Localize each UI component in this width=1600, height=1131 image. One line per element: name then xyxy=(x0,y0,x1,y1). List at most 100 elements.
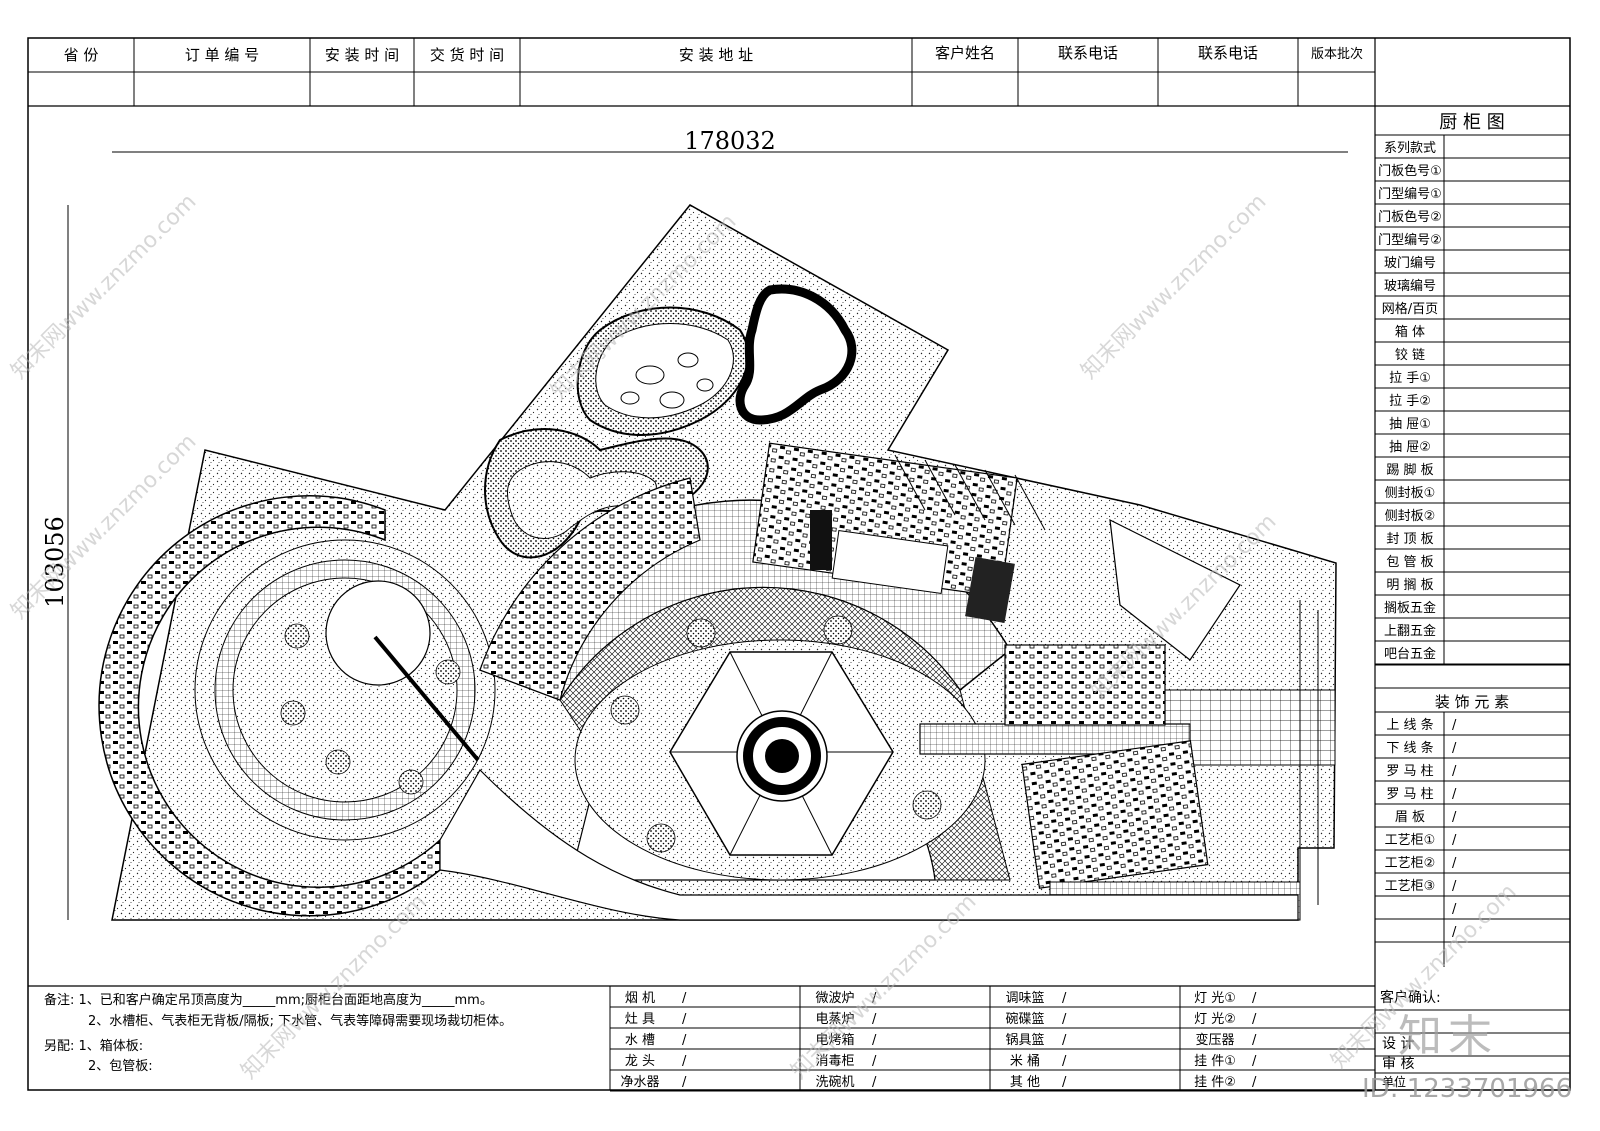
decor-item-value: / xyxy=(1452,925,1457,940)
appliance-value: / xyxy=(1252,1033,1257,1048)
side-panel-item-label: 抽 屉② xyxy=(1389,440,1431,455)
side-panel-item-label: 门板色号② xyxy=(1378,209,1442,225)
side-panel-item-label: 门型编号① xyxy=(1378,187,1442,202)
note-line-2: 2、水槽柜、气表柜无背板/隔板; 下水管、气表等障碍需要现场裁切柜体。 xyxy=(88,1013,512,1029)
appliance-value: / xyxy=(1252,991,1257,1006)
appliance-label: 变压器 xyxy=(1195,1032,1234,1048)
side-panel-item-label: 玻璃编号 xyxy=(1384,279,1436,294)
central-ring-rooms xyxy=(479,477,701,701)
header-col-phone-1: 联系电话 xyxy=(1058,44,1118,62)
watermark-id: ID: 1233701966 xyxy=(1362,1074,1573,1104)
side-panel-title: 厨 柜 图 xyxy=(1439,112,1504,133)
appliance-label: 米 桶 xyxy=(1010,1054,1040,1069)
side-panel-item-label: 门型编号② xyxy=(1378,233,1442,248)
decor-item-label: 工艺柜② xyxy=(1385,856,1436,871)
decor-item-label: 工艺柜③ xyxy=(1385,879,1436,894)
watermark-text-1: 知末网www.znzmo.com xyxy=(7,189,202,384)
side-panel-item-label: 拉 手① xyxy=(1389,371,1431,386)
appliance-label: 挂 件② xyxy=(1194,1075,1236,1090)
appliance-value: / xyxy=(1062,1012,1067,1027)
width-dimension-label: 178032 xyxy=(684,127,776,155)
west-diagonal-path xyxy=(373,635,480,762)
side-panel-item-label: 系列款式 xyxy=(1384,141,1436,156)
decor-item-value: / xyxy=(1452,856,1457,871)
note-line-1: 备注: 1、已和客户确定吊顶高度为_____mm;厨柜台面距地高度为_____m… xyxy=(44,992,493,1008)
side-panel-item-label: 抽 屉① xyxy=(1389,417,1431,432)
watermark-text-3: 知末网www.znzmo.com xyxy=(1077,189,1272,384)
appliance-value: / xyxy=(872,1012,877,1027)
central-fountain-core xyxy=(765,739,799,773)
decor-item-value: / xyxy=(1452,741,1457,756)
east-block-dark-2 xyxy=(965,556,1015,624)
side-panel-item-label: 网格/百页 xyxy=(1382,301,1438,317)
appliance-label: 其 他 xyxy=(1010,1075,1040,1090)
west-trees xyxy=(280,623,461,795)
decor-item-label: 眉 板 xyxy=(1395,810,1425,825)
appliance-value: / xyxy=(1062,991,1067,1006)
decor-item-value: / xyxy=(1452,833,1457,848)
decor-item-label: 罗 马 柱 xyxy=(1386,787,1433,802)
appliance-label: 电烤箱 xyxy=(815,1032,854,1048)
header-col-delivery-time: 交 货 时 间 xyxy=(430,46,504,64)
decor-item-value: / xyxy=(1452,764,1457,779)
appliance-value: / xyxy=(682,1012,687,1027)
appliance-table: 烟 机/微波炉/调味篮/灯 光①/灶 具/电蒸炉/碗碟篮/灯 光②/水 槽/电烤… xyxy=(609,986,1375,1092)
appliance-label: 挂 件① xyxy=(1194,1054,1236,1069)
side-panel-item-label: 封 顶 板 xyxy=(1386,532,1433,547)
appliance-label: 龙 头 xyxy=(625,1054,655,1069)
appliance-value: / xyxy=(1252,1054,1257,1069)
side-panel-item-label: 搁板五金 xyxy=(1384,600,1436,616)
appliance-label: 微波炉 xyxy=(815,991,854,1006)
height-dimension-label: 103056 xyxy=(41,516,69,608)
header-col-order-no: 订 单 编 号 xyxy=(185,46,259,64)
appliance-label: 灯 光② xyxy=(1194,1012,1236,1027)
auditorium xyxy=(1021,740,1209,889)
watermark-logo: 知末 xyxy=(1398,1011,1498,1062)
east-block-dark xyxy=(810,510,832,570)
appliance-value: / xyxy=(872,1054,877,1069)
appliance-value: / xyxy=(1252,1075,1257,1090)
width-dimension: 178032 xyxy=(112,127,1348,155)
central-trees xyxy=(610,615,942,853)
appliance-value: / xyxy=(872,1033,877,1048)
side-panel-item-label: 上翻五金 xyxy=(1384,623,1436,639)
header-col-install-time: 安 装 时 间 xyxy=(325,46,399,64)
appliance-value: / xyxy=(682,1033,687,1048)
side-panel-item-label: 侧封板② xyxy=(1385,509,1436,524)
west-ring-building xyxy=(98,495,441,917)
appliance-value: / xyxy=(682,991,687,1006)
east-block-north-hall xyxy=(831,530,949,594)
side-panel-item-label: 箱 体 xyxy=(1395,324,1425,340)
appliance-label: 锅具篮 xyxy=(1005,1032,1044,1048)
note-line-4: 2、包管板: xyxy=(88,1059,153,1074)
side-panel: 厨 柜 图 系列款式门板色号①门型编号①门板色号②门型编号②玻门编号玻璃编号网格… xyxy=(1375,112,1570,1089)
appliance-label: 调味篮 xyxy=(1005,991,1044,1006)
design-label: 设 计 xyxy=(1382,1036,1414,1052)
site-plan xyxy=(98,204,1337,921)
note-line-3: 另配: 1、箱体板: xyxy=(44,1038,143,1054)
appliance-label: 灶 具 xyxy=(625,1012,655,1027)
decor-item-value: / xyxy=(1452,879,1457,894)
decor-item-value: / xyxy=(1452,787,1457,802)
customer-confirm-label: 客户确认: xyxy=(1380,989,1441,1006)
side-panel-item-label: 明 搁 板 xyxy=(1386,578,1433,593)
decor-item-label: 罗 马 柱 xyxy=(1386,764,1433,779)
decor-item-label: 下 线 条 xyxy=(1386,740,1433,756)
west-central-plaza xyxy=(325,580,431,686)
appliance-value: / xyxy=(872,1075,877,1090)
appliance-value: / xyxy=(682,1075,687,1090)
pond xyxy=(735,284,857,425)
appliance-label: 净水器 xyxy=(620,1075,659,1090)
appliance-label: 灯 光① xyxy=(1194,991,1236,1006)
appliance-value: / xyxy=(1062,1075,1067,1090)
appliance-value: / xyxy=(1062,1033,1067,1048)
height-dimension: 103056 xyxy=(41,205,69,920)
header-col-customer-name: 客户姓名 xyxy=(935,44,995,62)
appliance-value: / xyxy=(1252,1012,1257,1027)
east-entrance-wing xyxy=(1109,518,1241,661)
appliance-label: 烟 机 xyxy=(625,991,655,1006)
appliance-value: / xyxy=(1062,1054,1067,1069)
appliance-rows: 烟 机/微波炉/调味篮/灯 光①/灶 具/电蒸炉/碗碟篮/灯 光②/水 槽/电烤… xyxy=(609,986,1375,1092)
appliance-value: / xyxy=(682,1054,687,1069)
